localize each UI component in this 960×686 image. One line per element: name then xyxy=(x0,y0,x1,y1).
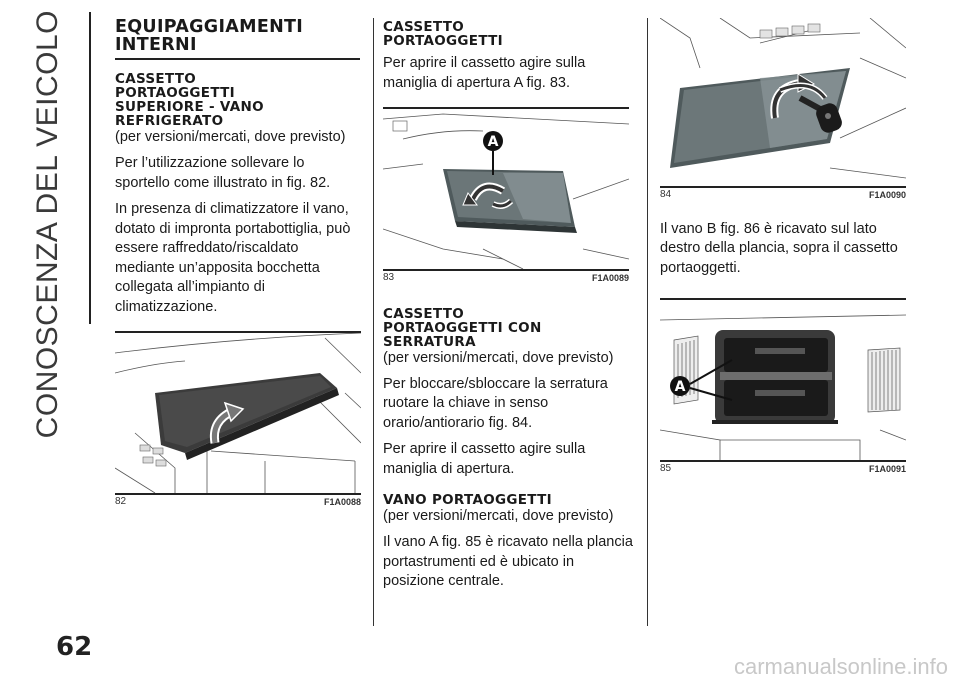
column-divider xyxy=(647,18,648,626)
lockable-glovebox-illustration xyxy=(660,18,906,179)
svg-text:A: A xyxy=(675,379,686,395)
lift-arrow-icon xyxy=(209,401,245,444)
figure-83: A 83 F1A0089 xyxy=(383,107,629,285)
glovebox-illustration: A xyxy=(383,113,629,269)
figure-number: 82 xyxy=(115,495,127,507)
figure-code: F1A0090 xyxy=(868,189,906,200)
paragraph: Per aprire il cassetto agire sulla manig… xyxy=(383,441,586,477)
figure-82: 82 F1A0088 xyxy=(115,331,361,509)
figure-85: A 85 F1A0091 xyxy=(660,298,906,476)
paragraph: In presenza di climatizzatore il vano, d… xyxy=(115,201,351,315)
figure-number: 83 xyxy=(383,271,395,283)
availability-note: (per versioni/mercati, dove previsto) xyxy=(383,349,614,366)
key-icon xyxy=(798,95,842,133)
figure-number: 85 xyxy=(660,462,672,474)
paragraph: Per l’utilizzazione sollevare lo sportel… xyxy=(115,155,331,191)
label-a-marker: A xyxy=(483,131,503,175)
svg-text:A: A xyxy=(488,134,499,150)
right-air-vent xyxy=(867,347,901,413)
paragraph: Per aprire il cassetto agire sulla manig… xyxy=(383,55,586,91)
column-2: CASSETTO PORTAOGGETTI Per aprire il cass… xyxy=(383,18,633,599)
paragraph: Per bloccare/sbloccare la serratura ruot… xyxy=(383,375,608,431)
figure-85-image: A xyxy=(660,300,906,460)
watermark: carmanualsonline.info xyxy=(733,654,948,679)
upper-compartment-illustration xyxy=(115,333,361,493)
availability-note: (per versioni/mercati, dove previsto) xyxy=(115,129,346,145)
figure-82-image xyxy=(115,333,361,493)
figure-84-image xyxy=(660,18,906,186)
section-heading: CASSETTO PORTAOGGETTI CON SERRATURA xyxy=(383,305,542,350)
heading-rule xyxy=(115,58,360,60)
sidebar-rule xyxy=(89,12,91,324)
paragraph: Il vano B fig. 86 è ricavato sul lato de… xyxy=(660,220,898,276)
label-a-marker: A xyxy=(670,359,733,401)
figure-84: 84 F1A0090 xyxy=(660,18,906,202)
column-divider xyxy=(373,18,374,626)
figure-83-image: A xyxy=(383,109,629,269)
figure-code: F1A0088 xyxy=(323,496,361,507)
paragraph: Il vano A fig. 85 è ricavato nella planc… xyxy=(383,534,633,589)
availability-note: (per versioni/mercati, dove previsto) xyxy=(383,508,614,524)
figure-number: 84 xyxy=(660,188,672,200)
main-heading: EQUIPAGGIAMENTI INTERNI xyxy=(115,17,304,55)
figure-code: F1A0089 xyxy=(591,272,629,283)
page-number: 62 xyxy=(56,632,93,662)
section-heading: CASSETTO PORTAOGGETTI SUPERIORE - VANO R… xyxy=(115,71,264,129)
section-heading: CASSETTO PORTAOGGETTI xyxy=(383,19,503,49)
figure-code: F1A0091 xyxy=(868,463,906,474)
central-compartment-illustration: A xyxy=(660,314,906,460)
column-1: EQUIPAGGIAMENTI INTERNI CASSETTO PORTAOG… xyxy=(115,17,361,509)
handle-arrow-icon xyxy=(462,182,514,209)
section-heading: VANO PORTAOGGETTI xyxy=(383,492,552,508)
section-title-vertical: CONOSCENZA DEL VEICOLO xyxy=(31,10,64,439)
column-3: 84 F1A0090 Il vano B fig. 86 è ricavato … xyxy=(660,18,906,476)
key-rotate-arrow-icon xyxy=(770,73,828,119)
